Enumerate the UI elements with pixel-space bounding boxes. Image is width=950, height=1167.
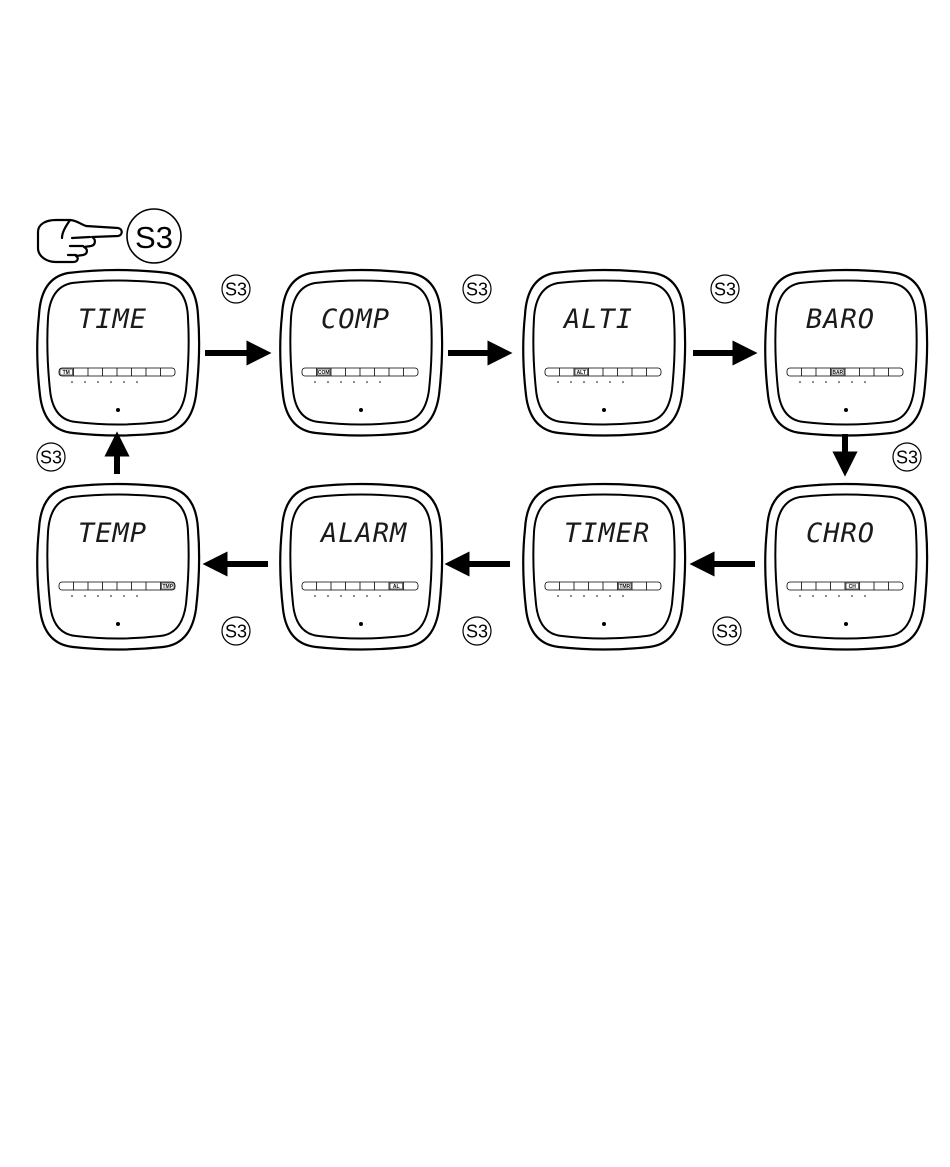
screen-dot [844,622,848,626]
s3-label: S3 [40,448,62,468]
mode-display-text: COMP [321,304,390,335]
watch-screen [775,281,916,425]
start-button-label: S3 [135,220,173,255]
mode-indicator-label: ALT [577,370,586,376]
watch-time: TIME TM [37,270,199,436]
mode-display-text: BARO [806,304,875,335]
screen-dot [844,408,848,412]
start-button-badge: S3 [127,209,181,263]
watch-screen [533,495,674,639]
s3-button-badge: S3 [222,275,250,303]
watch-screen [47,281,188,425]
s3-button-badge: S3 [463,275,491,303]
s3-label: S3 [466,622,488,642]
mode-indicator-label: TM [63,370,70,376]
pointing-hand-icon [38,220,122,262]
watch-comp: COMP COM [280,270,442,436]
mode-indicator-label: COM [318,370,330,376]
screen-dot [602,408,606,412]
s3-label: S3 [225,622,247,642]
screen-dot [359,622,363,626]
screen-dot [116,622,120,626]
watch-screen [47,495,188,639]
watch-screen [533,281,674,425]
mode-display-text: TIME [78,304,147,335]
s3-label: S3 [714,280,736,300]
s3-label: S3 [466,280,488,300]
mode-display-text: TIMER [564,518,650,549]
transition-arrows [117,353,845,564]
s3-label: S3 [716,622,738,642]
screen-dot [359,408,363,412]
s3-button-badge: S3 [711,275,739,303]
mode-indicator-label: TMP [162,584,173,590]
watch-screen [290,495,431,639]
mode-display-text: ALTI [562,304,633,335]
screen-dot [116,408,120,412]
mode-display-text: ALARM [319,518,408,549]
watch-screens: TIME TM COMP COM ALTI ALT BARO BAR CHRO CH TIMER TM… [37,270,927,650]
s3-button-badge: S3 [713,617,741,645]
watch-alti: ALTI ALT [523,270,685,436]
watch-timer: TIMER TMR [523,484,685,650]
s3-button-badge: S3 [893,443,921,471]
s3-button-badge: S3 [463,617,491,645]
s3-label: S3 [225,280,247,300]
mode-indicator-label: AL [393,584,400,590]
screen-dot [602,622,606,626]
watch-baro: BARO BAR [765,270,927,436]
mode-indicator-label: BAR [832,370,843,376]
mode-indicator-label: CH [849,584,857,590]
watch-screen [775,495,916,639]
mode-indicator-label: TMR [619,584,630,590]
s3-button-badge: S3 [222,617,250,645]
s3-label: S3 [896,448,918,468]
watch-temp: TEMP TMP [37,484,199,650]
mode-display-text: CHRO [806,518,875,549]
watch-alarm: ALARM AL [280,484,442,650]
s3-button-badge: S3 [37,443,65,471]
watch-chro: CHRO CH [765,484,927,650]
mode-display-text: TEMP [78,518,147,549]
watch-screen [290,281,431,425]
